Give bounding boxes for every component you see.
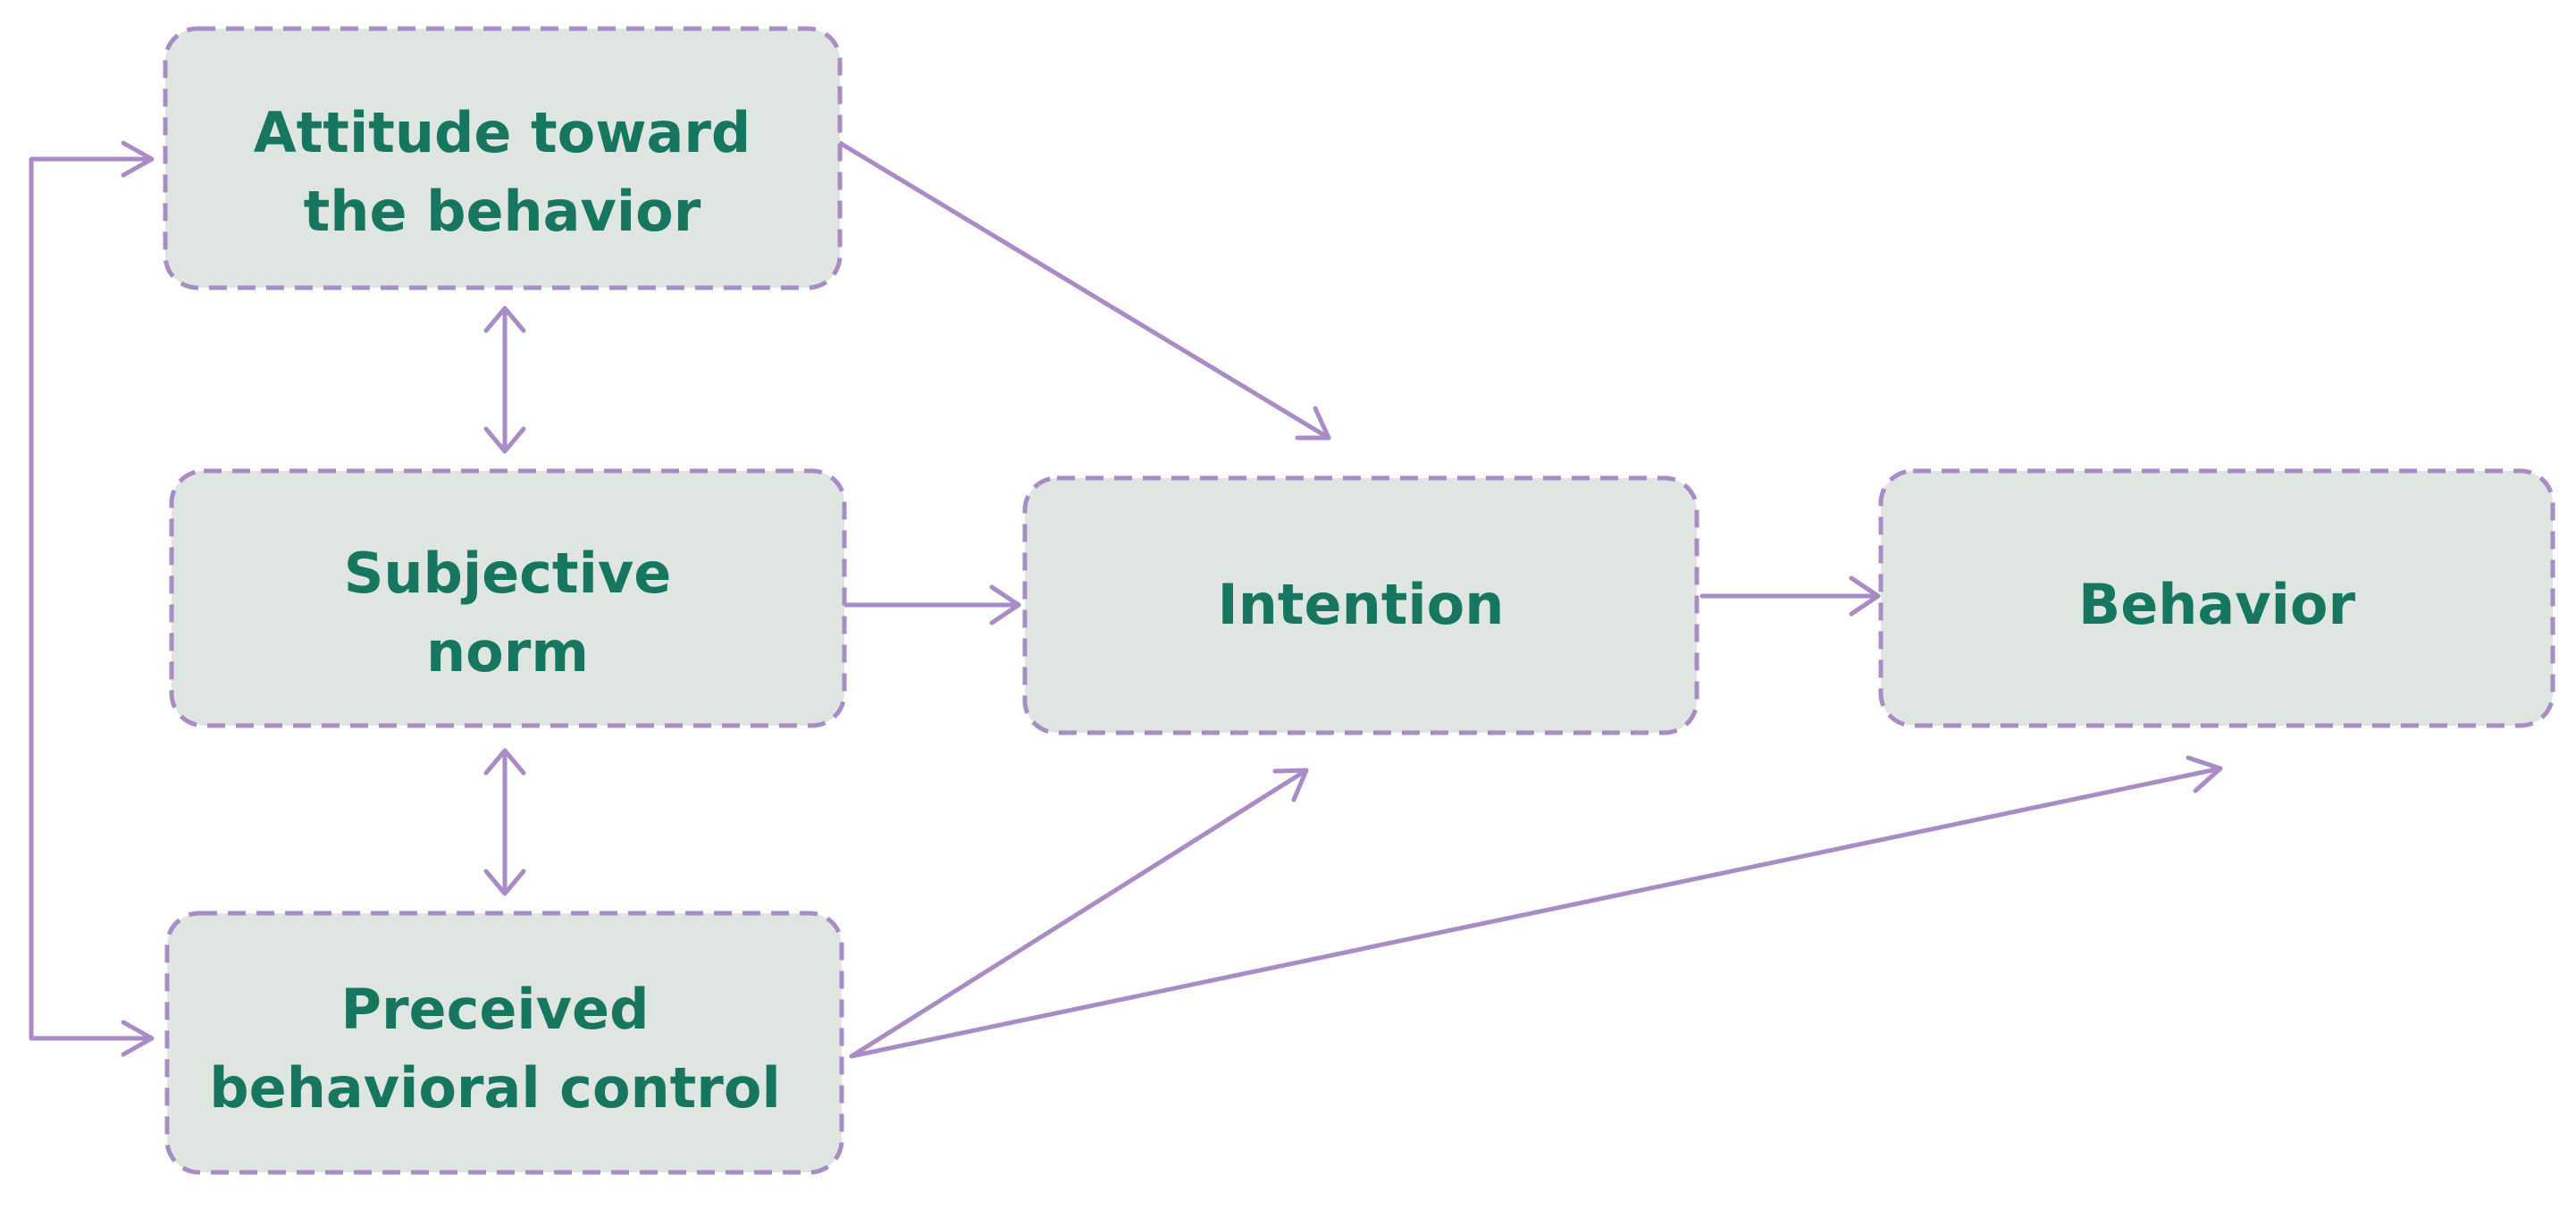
node-perceived-control: Preceived behavioral control	[164, 911, 844, 1175]
node-subjective-norm-line2: norm	[426, 619, 589, 684]
node-behavior-box	[1878, 468, 2555, 728]
arrowhead-bracket-bottom	[121, 1020, 155, 1057]
node-subjective-norm-box	[169, 468, 847, 728]
arrowhead-subjective-intention	[989, 584, 1021, 625]
arrowhead-perceived-down	[483, 869, 526, 896]
node-attitude-line2: the behavior	[304, 179, 701, 244]
node-attitude: Attitude toward the behavior	[163, 26, 843, 290]
node-intention-label: Intention	[1218, 572, 1505, 637]
arrowhead-attitude-intention	[1295, 406, 1331, 441]
node-perceived-control-line2: behavioral control	[209, 1055, 780, 1121]
node-subjective-norm: Subjective norm	[169, 468, 847, 728]
node-attitude-box	[163, 26, 843, 290]
edge-attitude-perceived-bracket	[29, 156, 155, 1041]
arrowhead-bracket-top	[121, 140, 155, 178]
arrowhead-perceived-intention	[1272, 768, 1309, 802]
node-perceived-control-line1: Preceived	[341, 977, 650, 1042]
node-behavior-label: Behavior	[2078, 572, 2356, 637]
arrowhead-intention-behavior	[1849, 575, 1881, 617]
arrowhead-subjective-down	[483, 426, 526, 454]
arrowhead-perceived-behavior	[2186, 755, 2223, 793]
node-attitude-line1: Attitude toward	[254, 100, 751, 165]
node-intention: Intention	[1022, 475, 1699, 735]
edge-perceived-intention	[849, 768, 1309, 1059]
node-subjective-norm-line1: Subjective	[344, 541, 672, 606]
arrowhead-attitude-up	[483, 306, 526, 333]
arrowhead-subjective-up	[483, 748, 526, 776]
node-behavior: Behavior	[1878, 468, 2555, 728]
edge-perceived-behavior	[849, 766, 2223, 1059]
connectors	[29, 140, 2223, 1059]
node-perceived-control-box	[164, 911, 844, 1175]
node-intention-box	[1022, 475, 1699, 735]
edge-attitude-intention	[837, 140, 1331, 441]
